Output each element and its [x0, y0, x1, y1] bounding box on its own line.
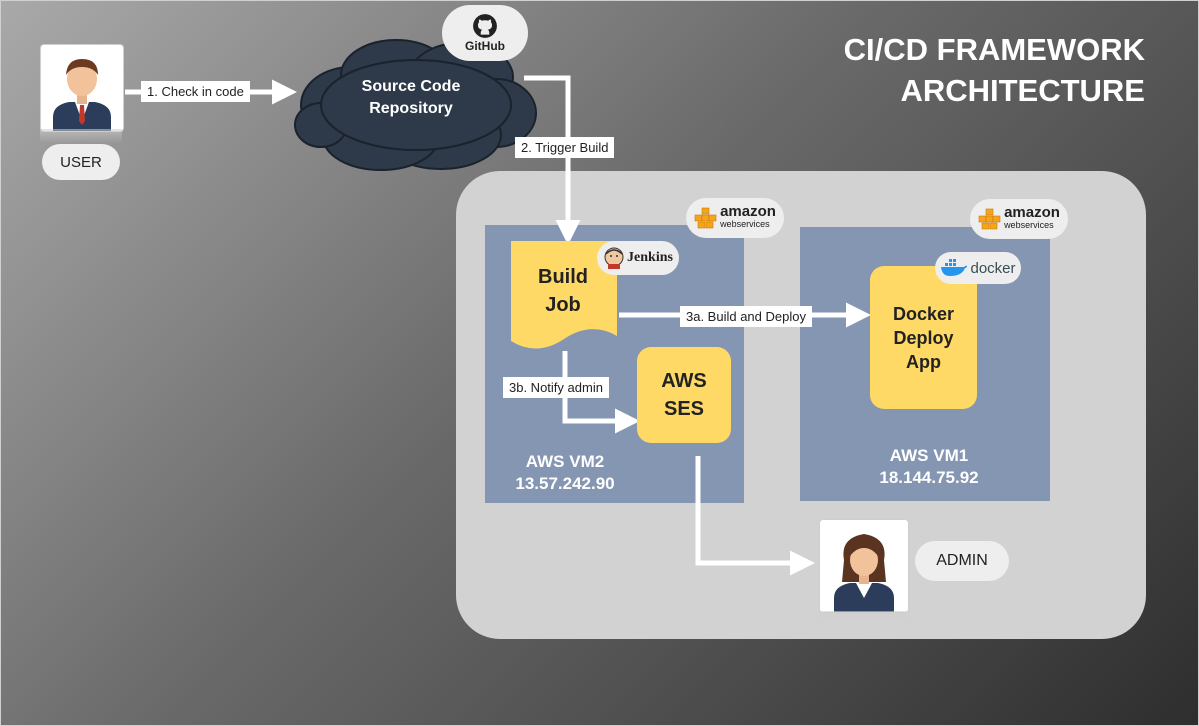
aws-logo-vm1-line2: webservices	[1004, 220, 1054, 230]
user-person-icon	[53, 59, 111, 131]
arrow-notify	[562, 351, 641, 434]
user-label-pill: USER	[42, 144, 120, 180]
admin-label: ADMIN	[936, 552, 988, 569]
github-badge-label: GitHub	[465, 39, 505, 53]
ses-line1: AWS	[661, 370, 707, 392]
docker-badge: docker	[935, 252, 1021, 284]
vm1-ip: 18.144.75.92	[879, 468, 979, 487]
aws-cubes-icon	[978, 208, 1001, 230]
aws-logo-vm2-text: amazon webservices	[720, 203, 776, 230]
vm1-label: AWS VM1 18.144.75.92	[859, 445, 999, 489]
docker-deploy-card: Docker Deploy App	[870, 266, 977, 409]
aws-logo-vm2-line2: webservices	[720, 219, 770, 229]
admin-reflection	[819, 611, 907, 627]
jenkins-badge-label: Jenkins	[627, 250, 673, 265]
build-job-label: Build Job	[521, 263, 605, 319]
build-job-line1: Build	[538, 266, 588, 288]
jenkins-badge: Jenkins	[597, 241, 679, 275]
jenkins-icon	[604, 247, 624, 269]
admin-label-pill: ADMIN	[915, 541, 1009, 581]
title-line-1: CI/CD FRAMEWORK	[843, 32, 1145, 67]
admin-person-icon	[834, 534, 894, 612]
github-icon	[473, 14, 497, 38]
docker-line2: Deploy	[893, 327, 954, 348]
vm2-ip: 13.57.242.90	[515, 474, 615, 493]
github-badge: GitHub	[442, 5, 528, 61]
user-reflection	[40, 129, 122, 143]
docker-badge-label: docker	[970, 259, 1016, 277]
diagram-title: CI/CD FRAMEWORK ARCHITECTURE	[844, 29, 1145, 111]
docker-line3: App	[906, 351, 941, 372]
title-line-2: ARCHITECTURE	[900, 73, 1145, 108]
step-trigger-label: 2. Trigger Build	[515, 137, 615, 158]
aws-cubes-icon	[694, 207, 717, 229]
vm1-name: AWS VM1	[889, 446, 969, 465]
admin-avatar	[819, 519, 909, 613]
step-notify-label: 3b. Notify admin	[503, 377, 609, 398]
source-repo-line1: Source Code	[361, 78, 461, 95]
arrow-admin	[695, 456, 816, 576]
aws-logo-vm1: amazon webservices	[970, 199, 1068, 239]
source-repo-label: Source Code Repository	[331, 76, 491, 120]
docker-line1: Docker	[892, 303, 955, 324]
step-checkin-label: 1. Check in code	[141, 81, 250, 102]
user-avatar	[40, 44, 124, 132]
aws-logo-vm2: amazon webservices	[686, 198, 784, 238]
arrow-trigger	[524, 75, 581, 246]
ses-line2: SES	[663, 398, 705, 420]
aws-logo-vm1-line1: amazon	[1004, 204, 1060, 221]
aws-logo-vm1-text: amazon webservices	[1004, 204, 1060, 231]
source-repo-line2: Repository	[369, 100, 453, 117]
aws-logo-vm2-line1: amazon	[720, 203, 776, 220]
docker-whale-icon	[941, 259, 968, 276]
step-deploy-label: 3a. Build and Deploy	[680, 306, 812, 327]
build-job-line2: Job	[545, 294, 581, 316]
aws-ses-card: AWS SES	[637, 347, 731, 443]
vm2-label: AWS VM2 13.57.242.90	[495, 451, 635, 495]
build-job-document-icon	[511, 241, 617, 349]
vm2-name: AWS VM2	[525, 452, 605, 471]
user-label: USER	[60, 153, 102, 171]
source-repo-cloud-icon	[294, 39, 537, 171]
